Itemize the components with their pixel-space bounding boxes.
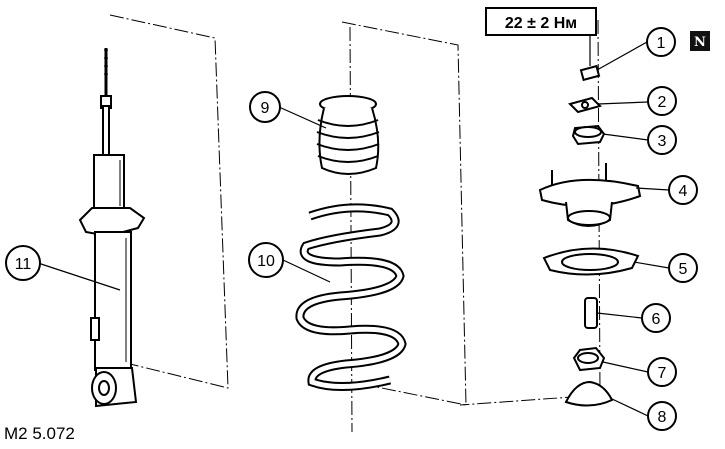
nut-part: [579, 64, 601, 82]
svg-text:6: 6: [652, 311, 661, 328]
callout-7: 7: [647, 357, 677, 387]
svg-text:11: 11: [15, 256, 32, 273]
upper-mount-part: [538, 163, 642, 227]
svg-text:4: 4: [679, 183, 688, 200]
callout-9: 9: [249, 91, 281, 123]
svg-text:8: 8: [658, 409, 667, 426]
assembly-guide-lines: [109, 14, 601, 433]
callout-11: 11: [5, 245, 41, 281]
callout-3: 3: [647, 125, 677, 155]
svg-text:N: N: [694, 35, 706, 50]
svg-text:5: 5: [679, 261, 688, 278]
svg-text:2: 2: [658, 94, 667, 111]
washer-part: [568, 96, 602, 114]
coil-spring-inner: [297, 205, 405, 390]
callout-10: 10: [248, 242, 284, 278]
leader-lines: [37, 41, 670, 417]
callout-1: 1: [646, 27, 676, 57]
svg-text:9: 9: [261, 100, 270, 117]
callout-2: 2: [647, 86, 677, 116]
figure-id: M2 5.072: [4, 424, 75, 443]
pin-part: [584, 297, 598, 329]
torque-spec-box: 22 ± 2 Нм: [485, 7, 597, 66]
callout-5: 5: [668, 253, 698, 283]
note-badge: N: [690, 31, 710, 51]
dust-boot: [316, 95, 380, 175]
callout-6: 6: [641, 303, 671, 333]
bushing-part: [571, 124, 606, 146]
cushion-part: [572, 346, 606, 372]
lower-insulator-part: [564, 380, 614, 407]
svg-text:22 ± 2 Нм: 22 ± 2 Нм: [505, 15, 577, 32]
callout-4: 4: [668, 175, 698, 205]
svg-text:1: 1: [657, 35, 666, 52]
spring-seat-part: [542, 247, 640, 276]
svg-text:10: 10: [257, 253, 275, 270]
shock-absorber-strut: [78, 48, 146, 408]
svg-text:7: 7: [658, 365, 667, 382]
callout-8: 8: [647, 401, 677, 431]
svg-text:3: 3: [658, 133, 667, 150]
